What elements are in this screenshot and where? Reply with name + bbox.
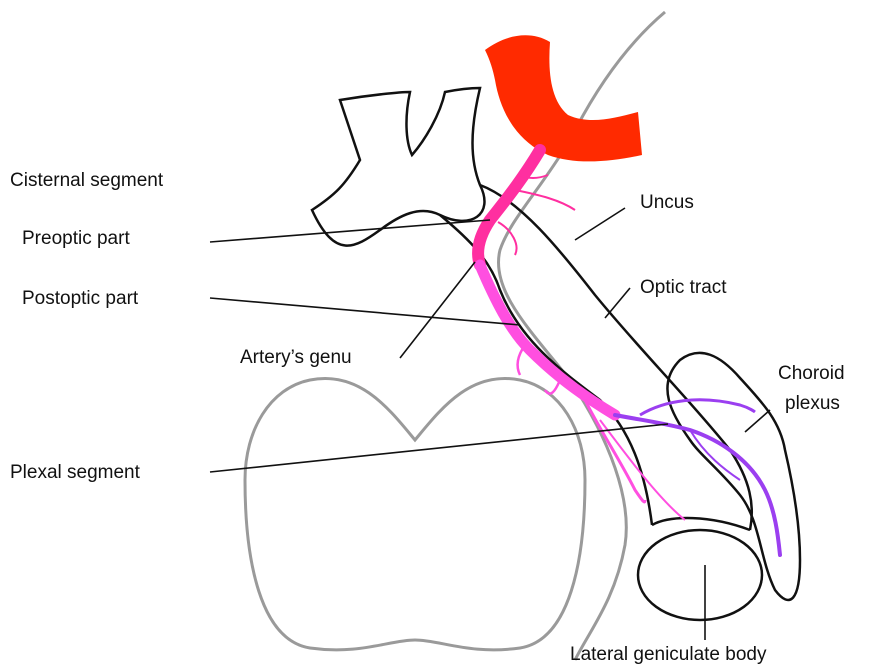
label-cisternal-segment: Cisternal segment xyxy=(10,170,164,191)
midbrain-outline xyxy=(245,378,585,649)
uncus-leader xyxy=(575,208,625,240)
label-choroid-plexus-line2: plexus xyxy=(785,393,840,414)
label-preoptic-part: Preoptic part xyxy=(22,228,130,249)
internal-carotid-artery xyxy=(485,35,642,161)
postoptic-leader xyxy=(210,298,520,325)
optic-tract-leader xyxy=(605,288,630,318)
label-postoptic-part: Postoptic part xyxy=(22,288,139,309)
label-lateral-geniculate-body: Lateral geniculate body xyxy=(570,644,767,665)
choroid-plexus-leader xyxy=(745,410,770,432)
lateral-geniculate-body-top xyxy=(652,518,750,530)
cisternal-segment-vessel xyxy=(478,150,540,265)
label-choroid-plexus-line1: Choroid xyxy=(778,363,845,384)
lateral-geniculate-body xyxy=(638,530,762,620)
preoptic-leader xyxy=(210,220,490,242)
label-optic-tract: Optic tract xyxy=(640,277,727,298)
plexal-leader xyxy=(210,424,668,472)
postoptic-branch-4 xyxy=(600,420,685,520)
label-plexal-segment: Plexal segment xyxy=(10,462,141,483)
label-uncus: Uncus xyxy=(640,192,694,213)
label-arterys-genu: Artery’s genu xyxy=(240,347,352,368)
genu-leader xyxy=(400,262,475,358)
